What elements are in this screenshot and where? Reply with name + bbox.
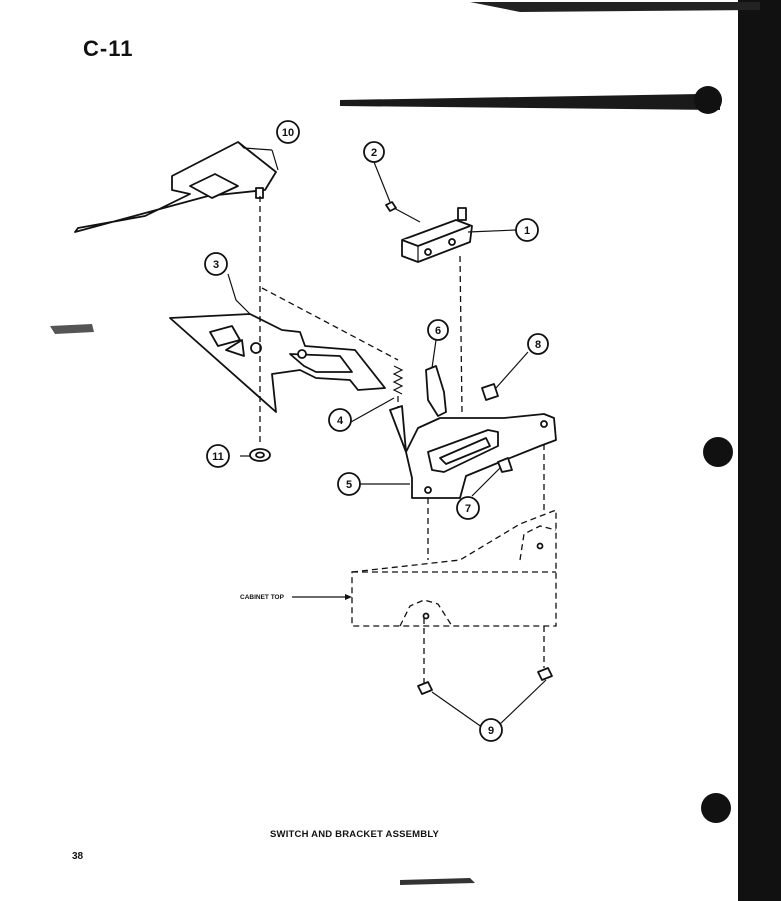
bottom-smudge <box>400 878 475 885</box>
diagram-caption: SWITCH AND BRACKET ASSEMBLY <box>270 829 440 840</box>
callout-9: 9 <box>479 718 503 742</box>
part-4-spring <box>392 365 404 395</box>
callout-9-label: 9 <box>488 725 494 737</box>
callout-4-label: 4 <box>337 415 344 427</box>
callout-10: 10 <box>276 120 300 144</box>
part-2-screw <box>385 201 421 223</box>
part-6-actuator <box>425 365 447 417</box>
part-1-switch <box>401 207 473 263</box>
page-code: C-11 <box>83 36 134 61</box>
callout-7: 7 <box>456 496 480 520</box>
callout-7-label: 7 <box>465 503 471 515</box>
assembly-lines <box>259 196 545 688</box>
part-8-clip <box>481 383 499 401</box>
binder-hole-middle <box>703 437 733 467</box>
callout-10-label: 10 <box>282 127 294 139</box>
callout-11: 11 <box>206 444 230 468</box>
part-10-lever <box>74 141 279 233</box>
callout-6: 6 <box>427 319 449 341</box>
callout-11-label: 11 <box>212 451 224 463</box>
scan-artifacts <box>50 0 781 901</box>
cabinet-top-label: CABINET TOP <box>240 594 285 601</box>
part-3-bracket <box>169 313 386 413</box>
left-smudge <box>50 324 94 334</box>
callout-5-label: 5 <box>346 479 352 491</box>
callout-1-label: 1 <box>524 225 530 237</box>
callout-8-label: 8 <box>535 339 541 351</box>
callout-3-label: 3 <box>213 259 219 271</box>
callout-leaders <box>227 161 529 497</box>
cabinet-top-outline <box>351 509 557 627</box>
callout-8: 8 <box>527 333 549 355</box>
header-rule <box>340 94 720 110</box>
binder-hole-bottom <box>701 793 731 823</box>
callout-2: 2 <box>363 141 385 163</box>
part-9-screws <box>417 667 553 731</box>
callout-1: 1 <box>515 218 539 242</box>
page-edge-shadow <box>738 0 781 901</box>
part-5-main-bracket <box>389 405 557 499</box>
page-number: 38 <box>72 851 84 862</box>
callout-6-label: 6 <box>435 325 441 337</box>
part-11-nut <box>249 448 271 462</box>
callout-3: 3 <box>204 252 228 276</box>
binder-hole-top <box>694 86 722 114</box>
callout-4: 4 <box>328 408 352 432</box>
top-edge-smudge <box>470 2 760 12</box>
callout-2-label: 2 <box>371 147 377 159</box>
callout-5: 5 <box>337 472 361 496</box>
cabinet-top-label-group: CABINET TOP <box>240 594 352 601</box>
